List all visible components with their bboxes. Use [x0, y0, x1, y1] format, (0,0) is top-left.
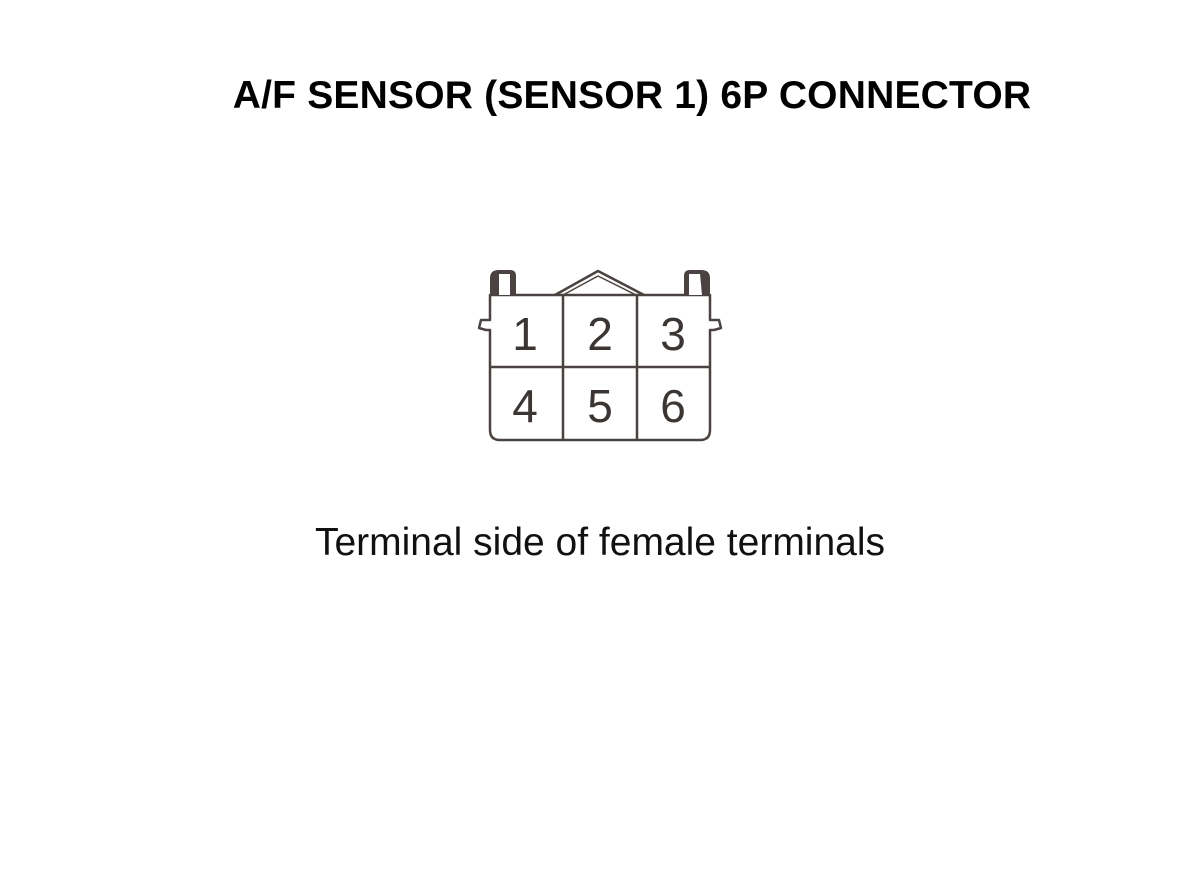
pin-label: 3	[660, 308, 686, 360]
connector-latch	[554, 269, 645, 297]
pin-label: 4	[512, 380, 538, 432]
diagram-title: A/F SENSOR (SENSOR 1) 6P CONNECTOR	[232, 74, 1032, 117]
pin-label: 1	[512, 308, 538, 360]
pin-label: 2	[587, 308, 613, 360]
left-side-tab-highlight	[499, 274, 510, 295]
right-side-tab-highlight	[689, 274, 702, 295]
connector-6p-diagram: 1 2 3 4 5 6	[477, 269, 723, 442]
connector-body-outline	[477, 293, 723, 442]
pin-label: 6	[660, 380, 686, 432]
diagram-caption: Terminal side of female terminals	[314, 521, 886, 564]
pin-label: 5	[587, 380, 613, 432]
